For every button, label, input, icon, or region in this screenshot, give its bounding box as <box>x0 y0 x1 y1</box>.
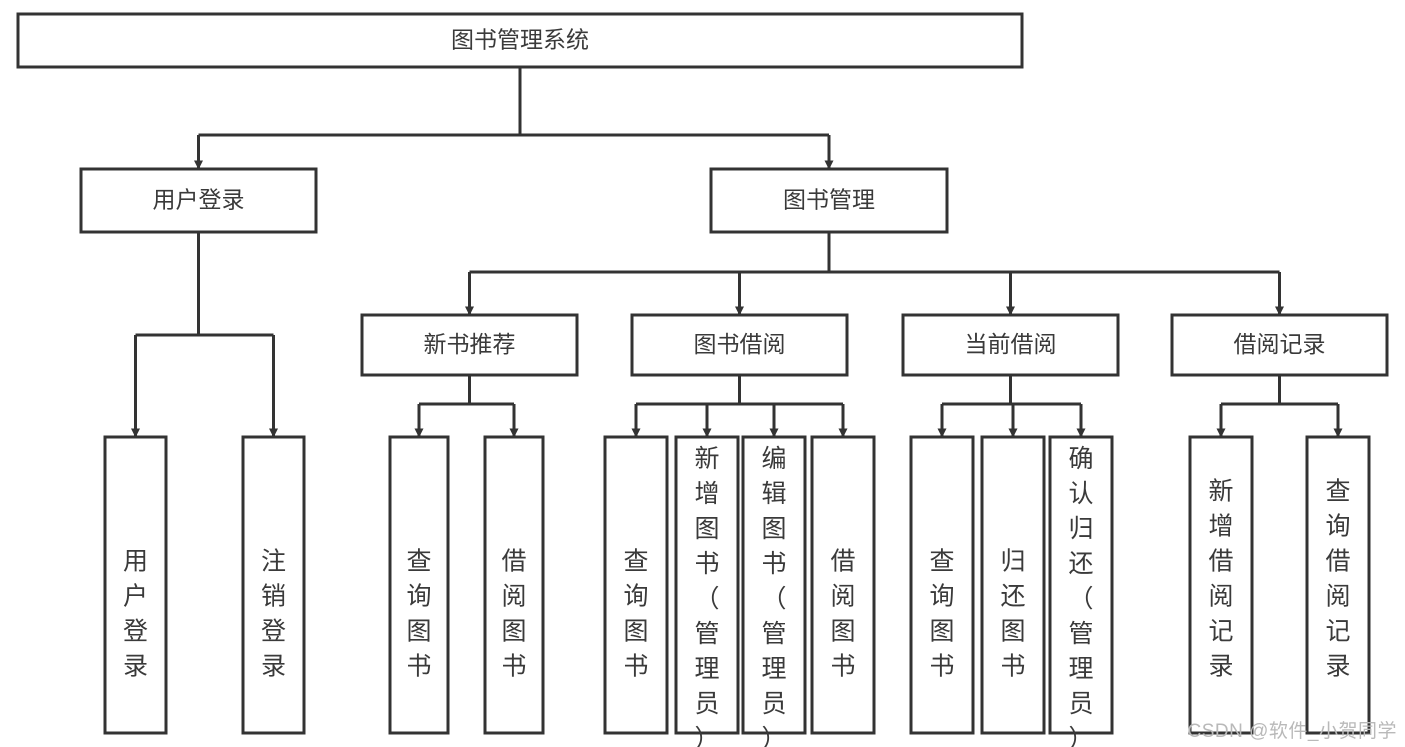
leaf-node-label: 新增借阅记录 <box>1208 478 1233 681</box>
leaf-node-label: 编辑图书（管理员） <box>761 445 786 747</box>
leaf-node-label: 新增图书（管理员） <box>694 445 719 747</box>
leaf-node[interactable]: 查询图书 <box>388 435 450 735</box>
leaf-node-label: 注销登录 <box>261 548 286 681</box>
connector-layer <box>131 67 1343 438</box>
leaf-node[interactable]: 确认归还（管理员） <box>1048 435 1114 747</box>
leaf-node[interactable]: 借阅图书 <box>483 435 545 735</box>
leaf-node[interactable]: 注销登录 <box>241 435 306 735</box>
level3-node[interactable]: 当前借阅 <box>901 313 1120 377</box>
node-label: 图书管理 <box>783 187 875 213</box>
leaf-node-label: 查询图书 <box>406 548 431 681</box>
leaf-node-label: 借阅图书 <box>830 548 855 681</box>
node-label: 图书借阅 <box>694 331 786 357</box>
level2-node[interactable]: 用户登录 <box>79 167 318 234</box>
leaf-node[interactable]: 归还图书 <box>980 435 1046 735</box>
node-label: 当前借阅 <box>965 331 1057 357</box>
leaf-node[interactable]: 查询图书 <box>603 435 669 735</box>
leaf-node[interactable]: 借阅图书 <box>810 435 876 735</box>
leaf-node-label: 借阅图书 <box>501 548 526 681</box>
node-label: 用户登录 <box>153 187 245 213</box>
level3-node[interactable]: 借阅记录 <box>1170 313 1389 377</box>
node-label: 新书推荐 <box>424 331 516 357</box>
leaf-node-label: 用户登录 <box>123 548 148 681</box>
node-label: 借阅记录 <box>1234 331 1326 357</box>
csdn-watermark: CSDN @软件_小贺同学 <box>1187 721 1397 742</box>
leaf-node[interactable]: 用户登录 <box>103 435 168 735</box>
leaf-node[interactable]: 新增图书（管理员） <box>674 435 740 747</box>
level3-node[interactable]: 图书借阅 <box>630 313 849 377</box>
leaf-node-label: 查询图书 <box>929 548 954 681</box>
leaf-node[interactable]: 编辑图书（管理员） <box>741 435 807 747</box>
node-label: 图书管理系统 <box>451 27 589 53</box>
leaf-node-label: 归还图书 <box>1000 548 1025 681</box>
root-node[interactable]: 图书管理系统 <box>16 12 1024 69</box>
leaf-node-label: 查询图书 <box>623 548 648 681</box>
leaf-node-label: 确认归还（管理员） <box>1068 445 1093 747</box>
leaf-node[interactable]: 新增借阅记录 <box>1188 435 1254 735</box>
level2-node[interactable]: 图书管理 <box>709 167 949 234</box>
leaf-node[interactable]: 查询图书 <box>909 435 975 735</box>
node-layer: 图书管理系统用户登录图书管理新书推荐图书借阅当前借阅借阅记录用户登录注销登录查询… <box>16 12 1389 747</box>
leaf-node-label: 查询借阅记录 <box>1325 478 1350 681</box>
leaf-node[interactable]: 查询借阅记录 <box>1305 435 1371 735</box>
level3-node[interactable]: 新书推荐 <box>360 313 579 377</box>
